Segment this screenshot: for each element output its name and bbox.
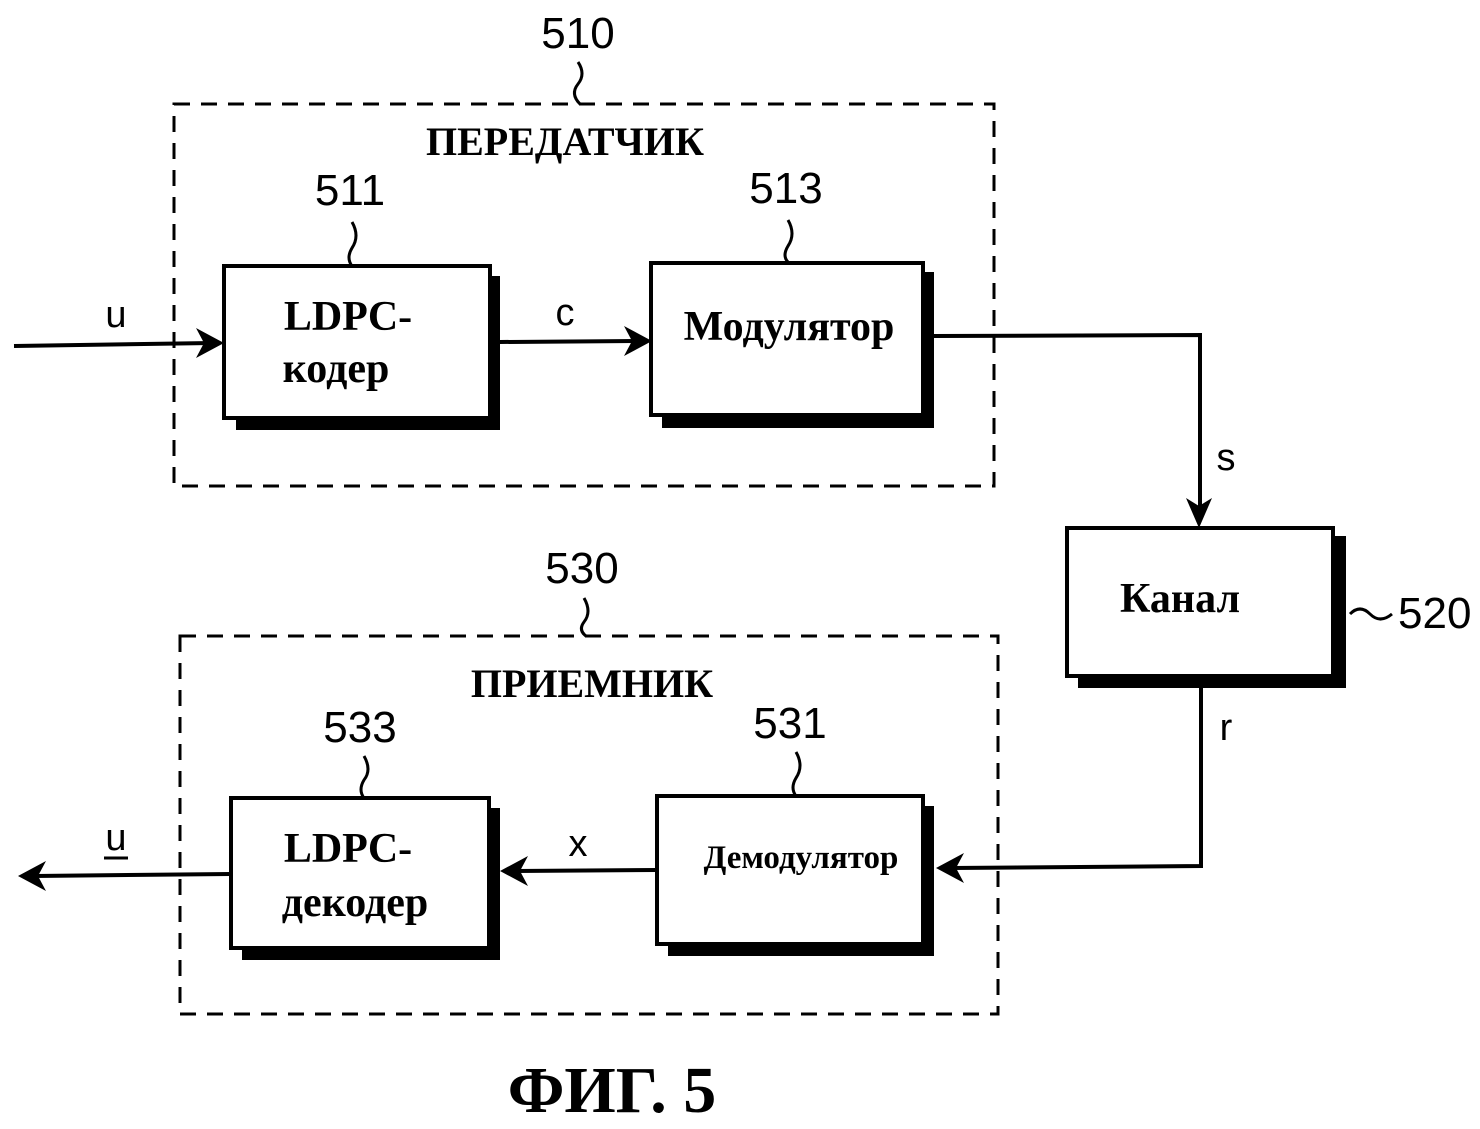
demodulator-block: 531 Демодулятор: [655, 699, 934, 956]
transmitter-title: ПЕРЕДАТЧИК: [426, 119, 704, 164]
demodulator-leader: [791, 751, 802, 797]
figure-caption: ФИГ. 5: [508, 1054, 717, 1127]
transmitter-leader: [573, 61, 584, 106]
modulator-box: [649, 261, 925, 417]
signal-x: x: [500, 823, 658, 886]
output-line: [33, 872, 232, 878]
signal-u-output: u: [18, 817, 232, 891]
modulator-label: Модулятор: [684, 304, 895, 350]
arrow-head-icon: [624, 326, 652, 356]
transmitter-group: 510 ПЕРЕДАТЧИК 511 LDPC- кодер 513 Модул…: [172, 9, 996, 488]
receiver-ref: 530: [545, 544, 618, 593]
channel-block: Канал 520: [1065, 526, 1471, 688]
ldpc-encoder-block: 511 LDPC- кодер: [222, 166, 500, 430]
signal-c-label: c: [556, 292, 575, 334]
decoder-label-line1: LDPC-: [284, 826, 412, 872]
arrow-head-icon: [1186, 498, 1212, 528]
transmitter-boundary: [172, 102, 996, 488]
decoder-box: [229, 796, 491, 950]
decoder-ref: 533: [323, 703, 396, 752]
signal-u-label: u: [105, 294, 126, 336]
s-line: [933, 332, 1202, 516]
modulator-ref: 513: [749, 164, 822, 213]
receiver-group: 530 ПРИЕМНИК 533 LDPC- декодер 531 Демод…: [178, 544, 1000, 1016]
encoder-ref: 511: [315, 166, 385, 215]
input-line: [13, 341, 213, 348]
receiver-leader: [579, 597, 590, 638]
encoder-label-line1: LDPC-: [284, 294, 412, 340]
signal-s: s: [933, 332, 1236, 528]
ldpc-decoder-block: 533 LDPC- декодер: [229, 703, 500, 960]
r-line: [951, 688, 1203, 870]
transmitter-ref: 510: [541, 9, 614, 58]
signal-u-input: u: [13, 294, 224, 358]
channel-ref: 520: [1398, 589, 1471, 638]
arrow-head-icon: [936, 853, 964, 883]
channel-leader: [1348, 607, 1393, 621]
signal-r: r: [936, 688, 1233, 883]
decoder-label-line2: декодер: [282, 880, 429, 926]
arrow-head-icon: [196, 328, 224, 358]
signal-u-hat-label: u: [105, 817, 126, 859]
demodulator-ref: 531: [753, 699, 826, 748]
modulator-leader: [783, 219, 794, 264]
receiver-boundary: [178, 634, 1000, 1016]
demodulator-box: [655, 794, 925, 946]
arrow-head-icon: [500, 856, 528, 886]
encoder-label-line2: кодер: [283, 346, 390, 392]
signal-c: c: [499, 292, 652, 356]
c-line: [499, 339, 641, 344]
decoder-leader: [359, 755, 370, 799]
signal-s-label: s: [1217, 437, 1236, 479]
channel-label: Канал: [1120, 576, 1240, 622]
signal-r-label: r: [1220, 707, 1233, 749]
x-line: [515, 868, 658, 873]
signal-x-label: x: [569, 823, 588, 865]
channel-box: [1065, 526, 1335, 678]
encoder-leader: [347, 221, 358, 267]
encoder-box: [222, 264, 492, 420]
receiver-title: ПРИЕМНИК: [471, 661, 713, 706]
modulator-block: 513 Модулятор: [649, 164, 934, 428]
demodulator-label: Демодулятор: [704, 840, 899, 876]
arrow-head-icon: [18, 861, 46, 891]
